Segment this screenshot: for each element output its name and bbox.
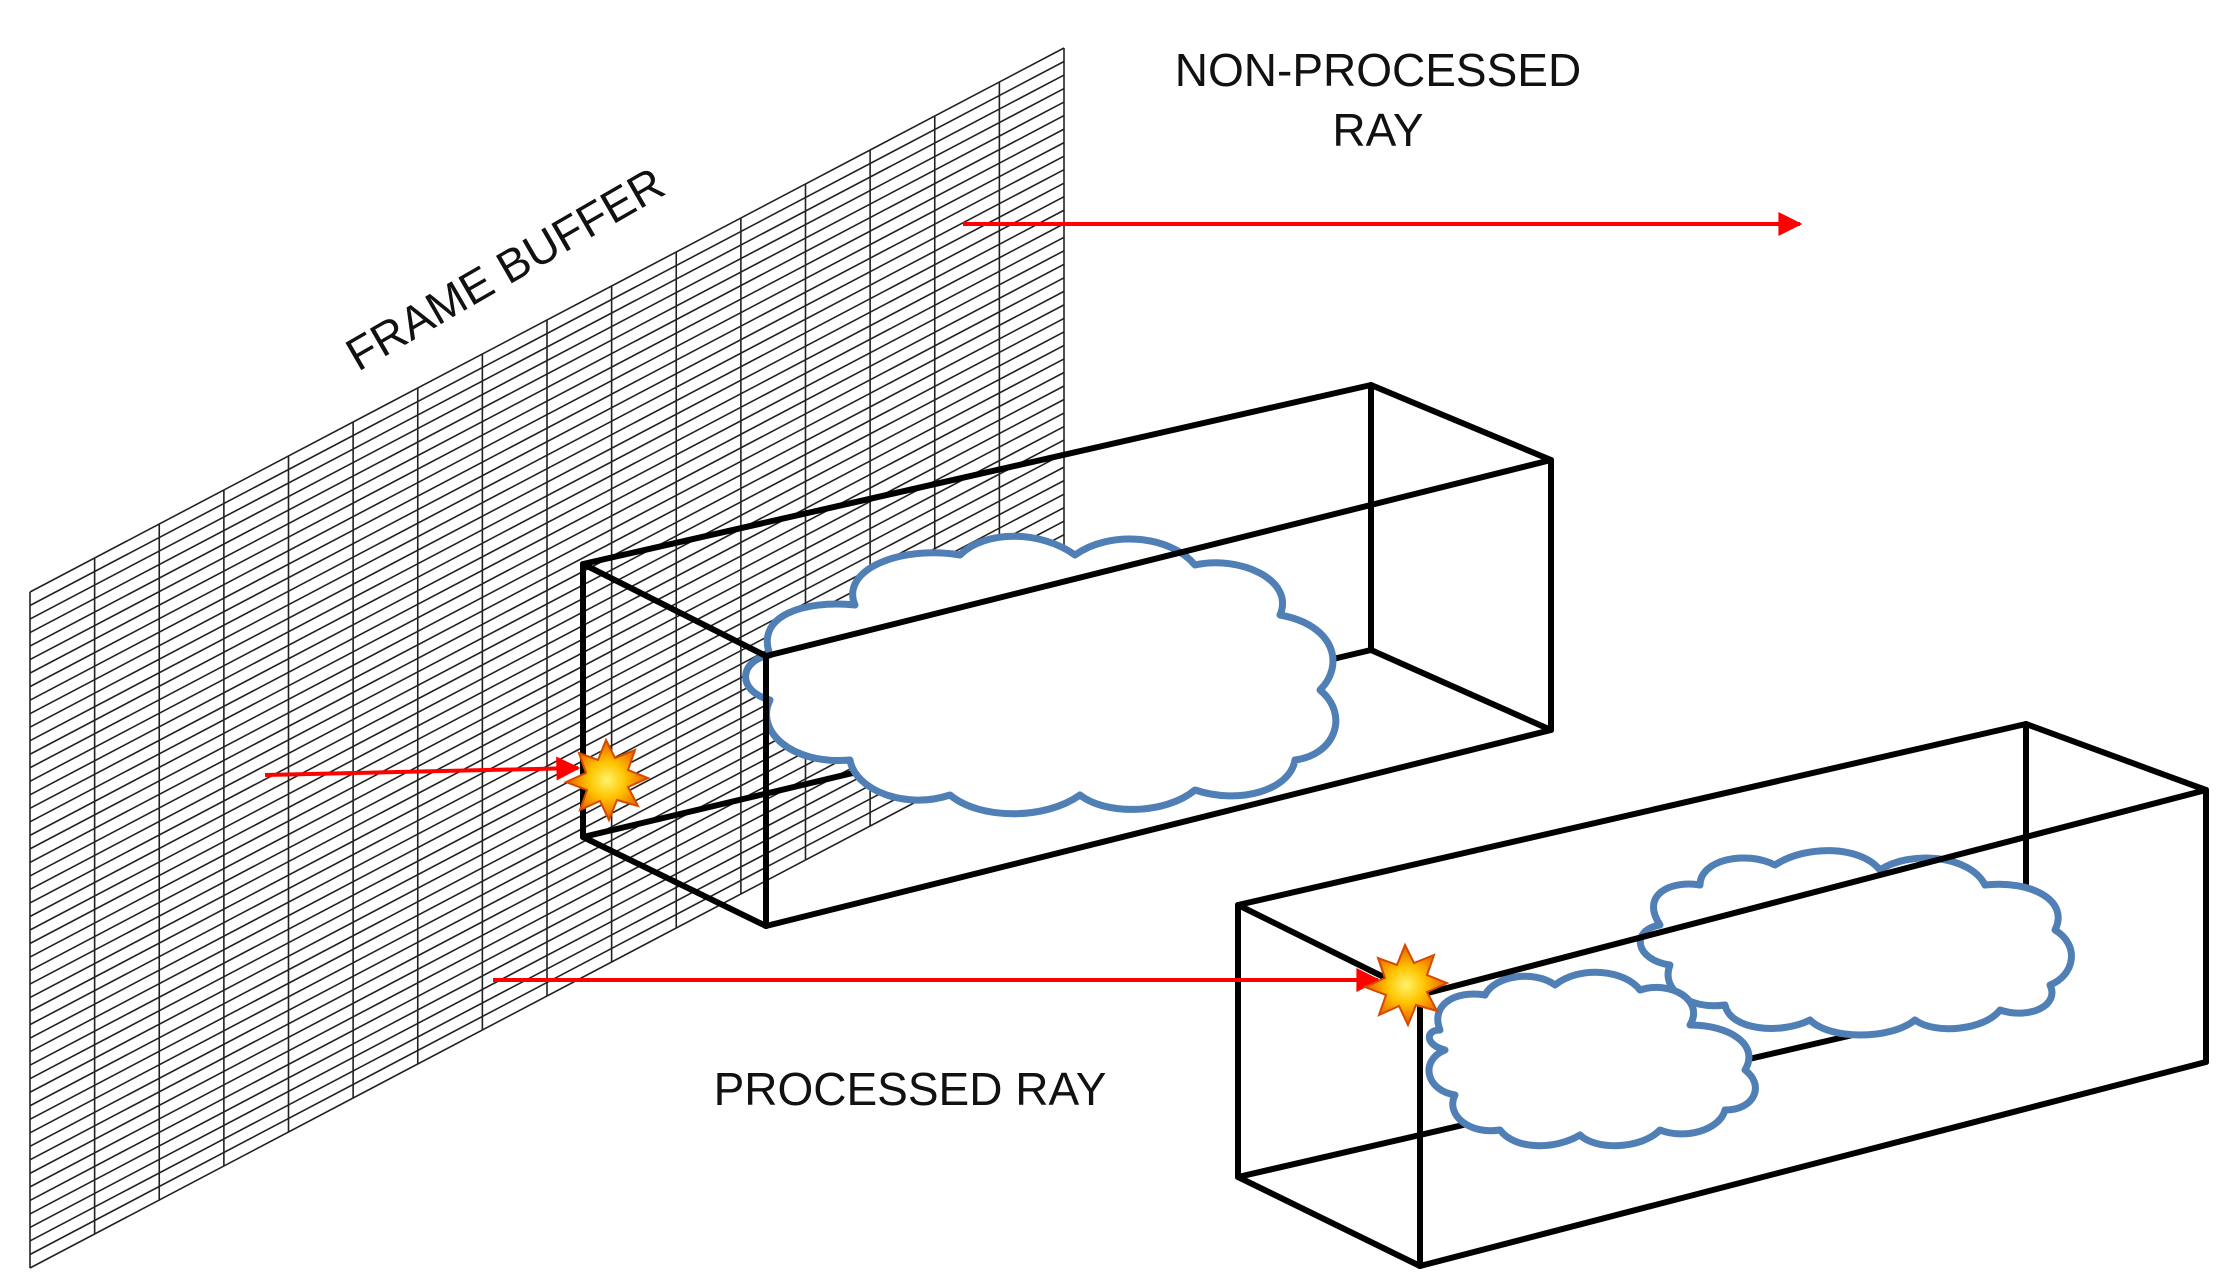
frame-buffer-row-line (29, 128, 1065, 674)
non-processed-ray-label-line2: RAY (1332, 104, 1423, 156)
frame-buffer-row-line (29, 223, 1065, 769)
frame-buffer-row-line (29, 425, 1065, 972)
frame-buffer-row-line (29, 155, 1065, 701)
processed-ray-arrow-upper (264, 756, 581, 781)
frame-buffer-row-line (29, 398, 1065, 945)
frame-buffer-row-line (29, 74, 1065, 620)
frame-buffer-row-line (29, 196, 1065, 742)
frame-buffer-row-line (29, 277, 1065, 823)
processed-ray-label: PROCESSED RAY (714, 1063, 1107, 1115)
frame-buffer-row-line (29, 263, 1065, 810)
frame-buffer-row-line (29, 290, 1065, 837)
frame-buffer-row-line (29, 439, 1065, 985)
cloud-volume-lower-right (1636, 847, 2075, 1039)
frame-buffer-row-line (29, 371, 1065, 918)
cloud-volume-lower-left (1425, 968, 1759, 1150)
frame-buffer-row-line (29, 87, 1065, 634)
explosion-burst-icon (1362, 942, 1450, 1028)
frame-buffer-row-line (29, 60, 1065, 607)
frame-buffer-row-line (29, 317, 1065, 864)
frame-buffer-row-line (29, 168, 1065, 715)
frame-buffer-row-line (29, 358, 1065, 904)
scene-box-lower-front (1235, 787, 2209, 1269)
scene-box-upper-front (580, 457, 1554, 929)
frame-buffer-row-line (29, 209, 1065, 755)
frame-buffer-row-line (29, 182, 1065, 728)
frame-buffer-row-line (29, 331, 1065, 877)
frame-buffer-row-line (29, 141, 1065, 688)
frame-buffer-row-line (29, 412, 1065, 958)
frame-buffer-row-line (29, 385, 1065, 931)
explosion-burst-icon (563, 737, 651, 823)
non-processed-ray-label-line1: NON-PROCESSED (1175, 44, 1581, 96)
frame-buffer-row-line (29, 344, 1065, 891)
frame-buffer-row-line (29, 709, 1065, 1256)
frame-buffer-grid (29, 47, 1065, 1269)
cloud-volume-upper (742, 532, 1340, 818)
frame-buffer-row-line (29, 47, 1065, 593)
frame-buffer-row-line (29, 250, 1065, 796)
frame-buffer-row-line (29, 723, 1065, 1269)
frame-buffer-row-line (29, 114, 1065, 661)
frame-buffer-row-line (29, 236, 1065, 782)
frame-buffer-row-line (29, 101, 1065, 647)
frame-buffer-row-line (29, 452, 1065, 999)
frame-buffer-row-line (29, 304, 1065, 850)
